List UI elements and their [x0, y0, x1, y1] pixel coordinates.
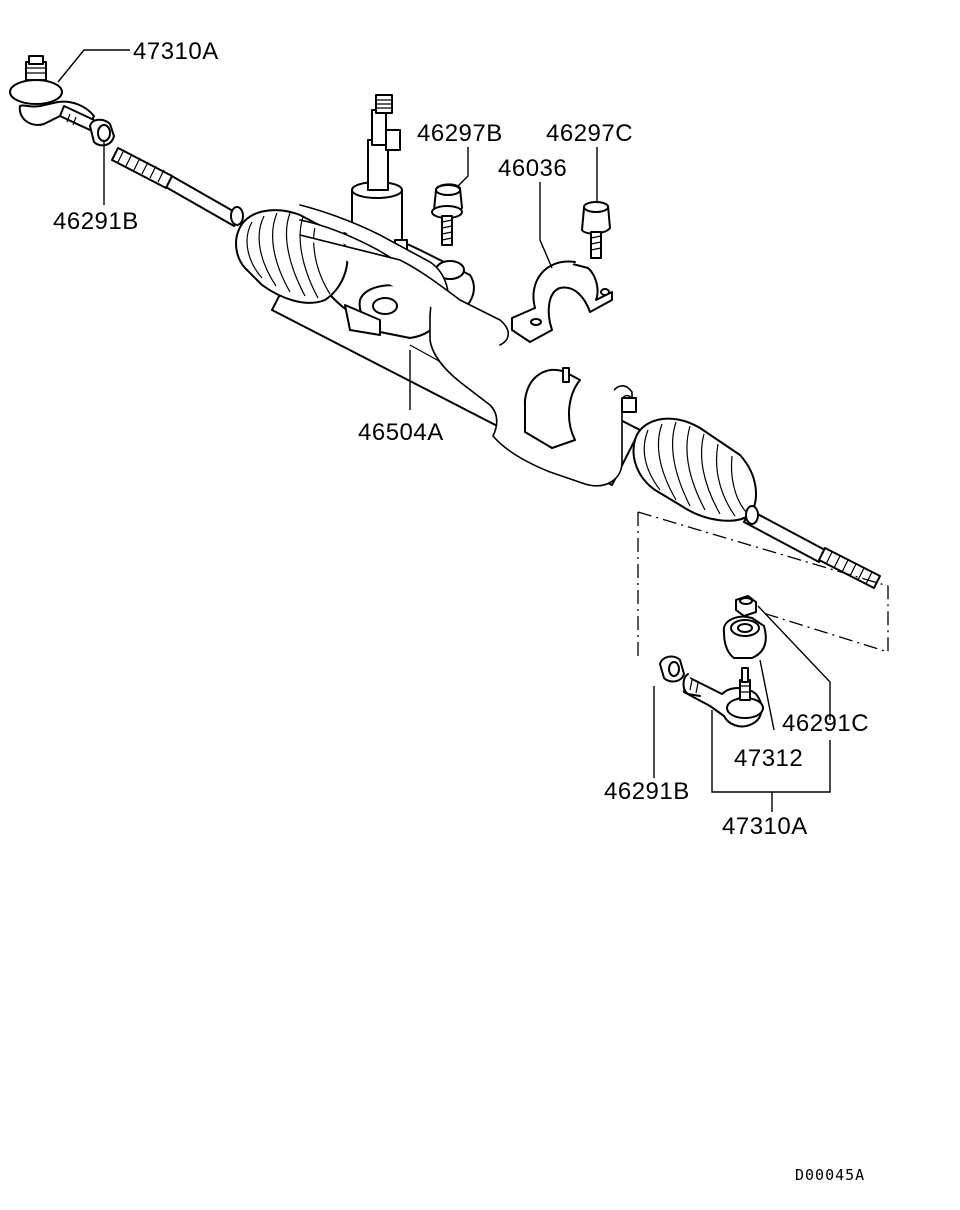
bolt-c [581, 201, 611, 259]
label-dust-cover: 47312 [734, 745, 803, 772]
label-nut-c: 46291C [782, 710, 869, 737]
housing-clamp [523, 367, 581, 449]
tie-rod-end-bottom [682, 667, 764, 728]
label-bolt-c: 46297C [546, 120, 633, 147]
label-lock-nut-top: 46291B [53, 208, 139, 235]
label-tie-rod-end-top: 47310A [133, 38, 219, 65]
bracket [511, 260, 613, 343]
label-bolt-b: 46297B [417, 120, 503, 147]
left-tie-rod [111, 147, 244, 227]
left-bellows-boot [235, 209, 349, 304]
bolt-b [431, 183, 463, 246]
label-tie-rod-end-bottom: 47310A [722, 813, 808, 840]
tie-rod-end-top [9, 55, 95, 131]
lock-nut-top [89, 118, 115, 147]
lock-nut-bottom [659, 655, 685, 683]
assembly-guide-line [637, 511, 889, 658]
label-gear-assy: 46504A [358, 419, 444, 446]
label-lock-nut-bottom: 46291B [604, 778, 690, 805]
diagram-code: D00045A [795, 1166, 865, 1184]
label-bracket: 46036 [498, 155, 567, 182]
dust-cover [722, 615, 767, 659]
nut-c [735, 595, 757, 617]
right-tie-rod [743, 505, 881, 589]
leader-lines [57, 49, 831, 812]
right-bellows-boot [632, 417, 757, 522]
